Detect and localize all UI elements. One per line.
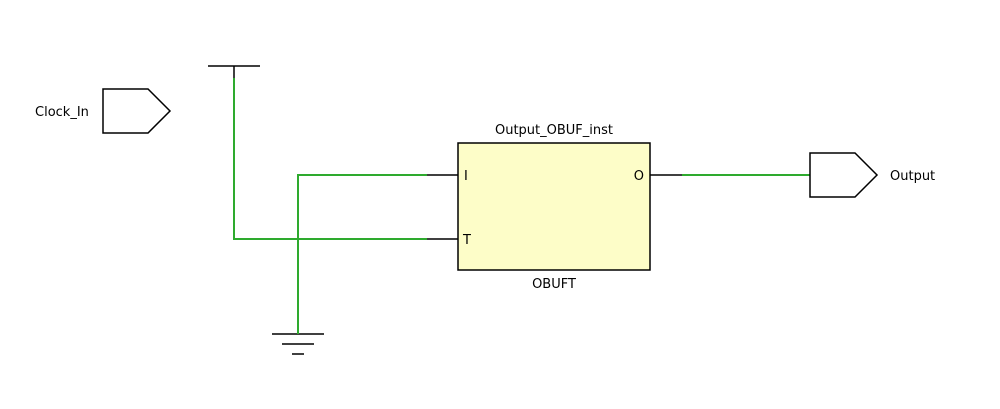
input-port-clock-in[interactable]: Clock_In — [35, 88, 172, 134]
output-port[interactable]: Output — [809, 152, 935, 198]
cell-instance-name: Output_OBUF_inst — [495, 123, 613, 138]
nets — [233, 78, 810, 334]
net-vcc-to-t[interactable] — [233, 78, 427, 240]
input-port-label: Clock_In — [35, 105, 89, 120]
pin-i-label: I — [464, 169, 468, 184]
output-port-shape — [809, 152, 879, 198]
output-port-label: Output — [890, 169, 935, 184]
cell-body — [457, 142, 651, 271]
cell-type-name: OBUFT — [532, 277, 576, 292]
input-port-shape — [102, 88, 172, 134]
pin-o-label: O — [634, 169, 644, 184]
ground-symbol — [272, 333, 324, 355]
power-symbol — [208, 65, 260, 78]
pin-t-label: T — [462, 233, 471, 248]
net-ground-to-i[interactable] — [297, 174, 427, 334]
obuft-cell[interactable]: Output_OBUF_inst OBUFT I T O — [427, 123, 682, 292]
